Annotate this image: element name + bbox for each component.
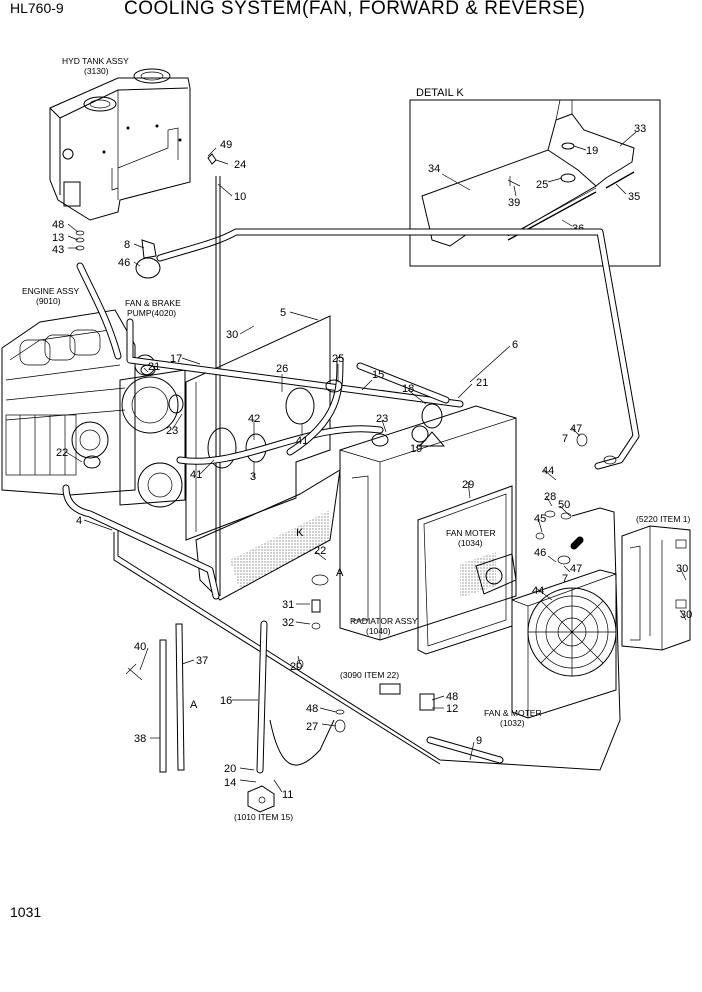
callout-37: 37	[196, 655, 208, 667]
engine-code: (9010)	[36, 296, 61, 306]
view-a-marker-2: A	[190, 699, 198, 711]
callout-15: 15	[372, 369, 384, 381]
callout-29: 29	[462, 479, 474, 491]
model-code: HL760-9	[10, 0, 64, 16]
callout-k33: 33	[634, 123, 646, 135]
callout-21-left: 21	[148, 361, 160, 373]
ref-1010-label: (1010 ITEM 15)	[234, 812, 293, 822]
ref-5220-label: (5220 ITEM 1)	[636, 514, 690, 524]
page-title: COOLING SYSTEM(FAN, FORWARD & REVERSE)	[124, 0, 586, 19]
page-number: 1031	[10, 904, 42, 920]
engine-drawing	[1, 309, 186, 508]
callout-48-top: 48	[52, 219, 64, 231]
view-k-marker: K	[296, 527, 304, 539]
callout-41-left: 41	[190, 469, 202, 481]
callout-22-mid: 22	[314, 545, 326, 557]
callout-11: 11	[282, 789, 293, 801]
callout-5: 5	[280, 307, 286, 319]
callout-40: 40	[134, 641, 146, 653]
callout-12: 12	[446, 703, 458, 715]
detail-k-frame	[409, 99, 661, 267]
callout-48-right: 48	[446, 691, 458, 703]
radiator-label: RADIATOR ASSY	[350, 616, 418, 626]
fan-brake-label-1: FAN & BRAKE	[125, 298, 181, 308]
callout-25: 25	[332, 353, 344, 365]
callout-30-right-bottom: 30	[680, 609, 692, 621]
hyd-tank-code: (3130)	[84, 66, 109, 76]
callout-49: 49	[220, 139, 232, 151]
callout-42: 42	[248, 413, 260, 425]
callout-30-left: 30	[226, 329, 238, 341]
bracket-5220-drawing	[621, 525, 691, 651]
callout-31: 31	[282, 599, 294, 611]
callout-26: 26	[276, 363, 288, 375]
callout-9: 9	[476, 735, 482, 747]
radiator-drawing	[339, 405, 517, 655]
detail-k-drawing	[421, 99, 635, 247]
callout-20-bottom: 20	[224, 763, 236, 775]
fan-moter-code: (1034)	[458, 538, 483, 548]
callout-38: 38	[134, 733, 146, 745]
fan-and-moter-code: (1032)	[500, 718, 525, 728]
callout-43: 43	[52, 244, 64, 256]
leader-lines	[65, 131, 687, 793]
callout-10: 10	[234, 191, 246, 203]
callout-14: 14	[224, 777, 236, 789]
callout-4: 4	[76, 515, 82, 527]
callout-k19: 19	[586, 145, 598, 157]
callout-22-left: 22	[56, 447, 68, 459]
frame-plate-drawing	[185, 315, 341, 601]
callout-45: 45	[534, 513, 546, 525]
callout-23-right: 23	[376, 413, 388, 425]
hyd-tank-drawing	[49, 68, 191, 221]
callout-48-mid: 48	[306, 703, 318, 715]
callout-16: 16	[220, 695, 232, 707]
callout-50: 50	[558, 499, 570, 511]
fan-brake-label-2: PUMP(4020)	[127, 308, 176, 318]
hose-routing	[62, 176, 640, 774]
callout-20-mid: 20	[290, 661, 302, 673]
callout-30-right-top: 30	[676, 563, 688, 575]
callout-24: 24	[234, 159, 246, 171]
hyd-tank-label: HYD TANK ASSY	[62, 56, 129, 66]
callout-k25: 25	[536, 179, 548, 191]
callout-k39: 39	[508, 197, 520, 209]
callout-46-top: 46	[118, 257, 130, 269]
callout-41-mid: 41	[296, 435, 308, 447]
fan-and-moter-label: FAN & MOTER	[484, 708, 542, 718]
callout-6: 6	[512, 339, 518, 351]
callout-k34: 34	[428, 163, 440, 175]
callout-19: 19	[410, 443, 422, 455]
fan-motor-drawing	[475, 553, 617, 719]
engine-label: ENGINE ASSY	[22, 286, 79, 296]
callout-8: 8	[124, 239, 130, 251]
callout-44-mid: 44	[532, 585, 544, 597]
callout-18: 18	[402, 383, 414, 395]
callout-21-right: 21	[476, 377, 488, 389]
callout-k35: 35	[628, 191, 640, 203]
callout-28: 28	[544, 491, 556, 503]
radiator-code: (1040)	[366, 626, 391, 636]
callout-47-mid: 47	[570, 563, 582, 575]
callout-32: 32	[282, 617, 294, 629]
callout-7-mid: 7	[562, 573, 568, 585]
view-a-marker: A	[336, 567, 344, 579]
callout-7-top: 7	[562, 433, 568, 445]
callout-27: 27	[306, 721, 318, 733]
fan-moter-label: FAN MOTER	[446, 528, 496, 538]
callout-13: 13	[52, 232, 64, 244]
callout-47-top: 47	[570, 423, 582, 435]
callout-3: 3	[250, 471, 256, 483]
callout-17: 17	[170, 353, 182, 365]
ref-3090-label: (3090 ITEM 22)	[340, 670, 399, 680]
callout-46-mid: 46	[534, 547, 546, 559]
parts-misc	[75, 153, 617, 813]
detail-k-label: DETAIL K	[416, 87, 464, 99]
callout-23-left: 23	[166, 425, 178, 437]
callout-44-top: 44	[542, 465, 554, 477]
